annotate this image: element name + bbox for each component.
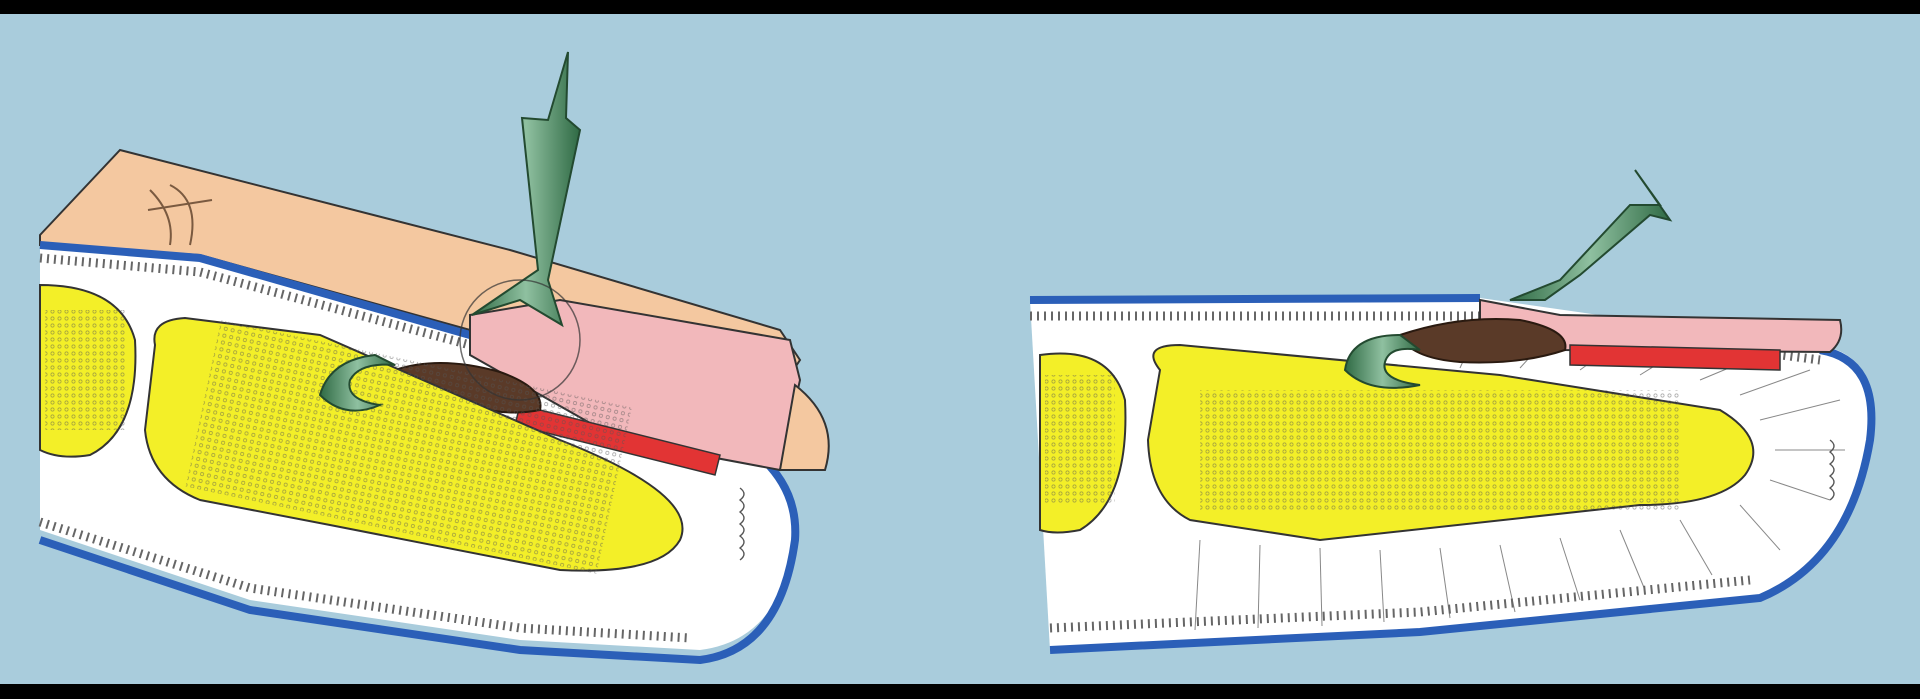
nail-bed-right <box>1570 345 1780 370</box>
bone-trabeculae-2 <box>45 310 125 430</box>
bone-trabeculae-right <box>1200 390 1680 510</box>
bone-trabeculae-right-2 <box>1045 375 1115 505</box>
